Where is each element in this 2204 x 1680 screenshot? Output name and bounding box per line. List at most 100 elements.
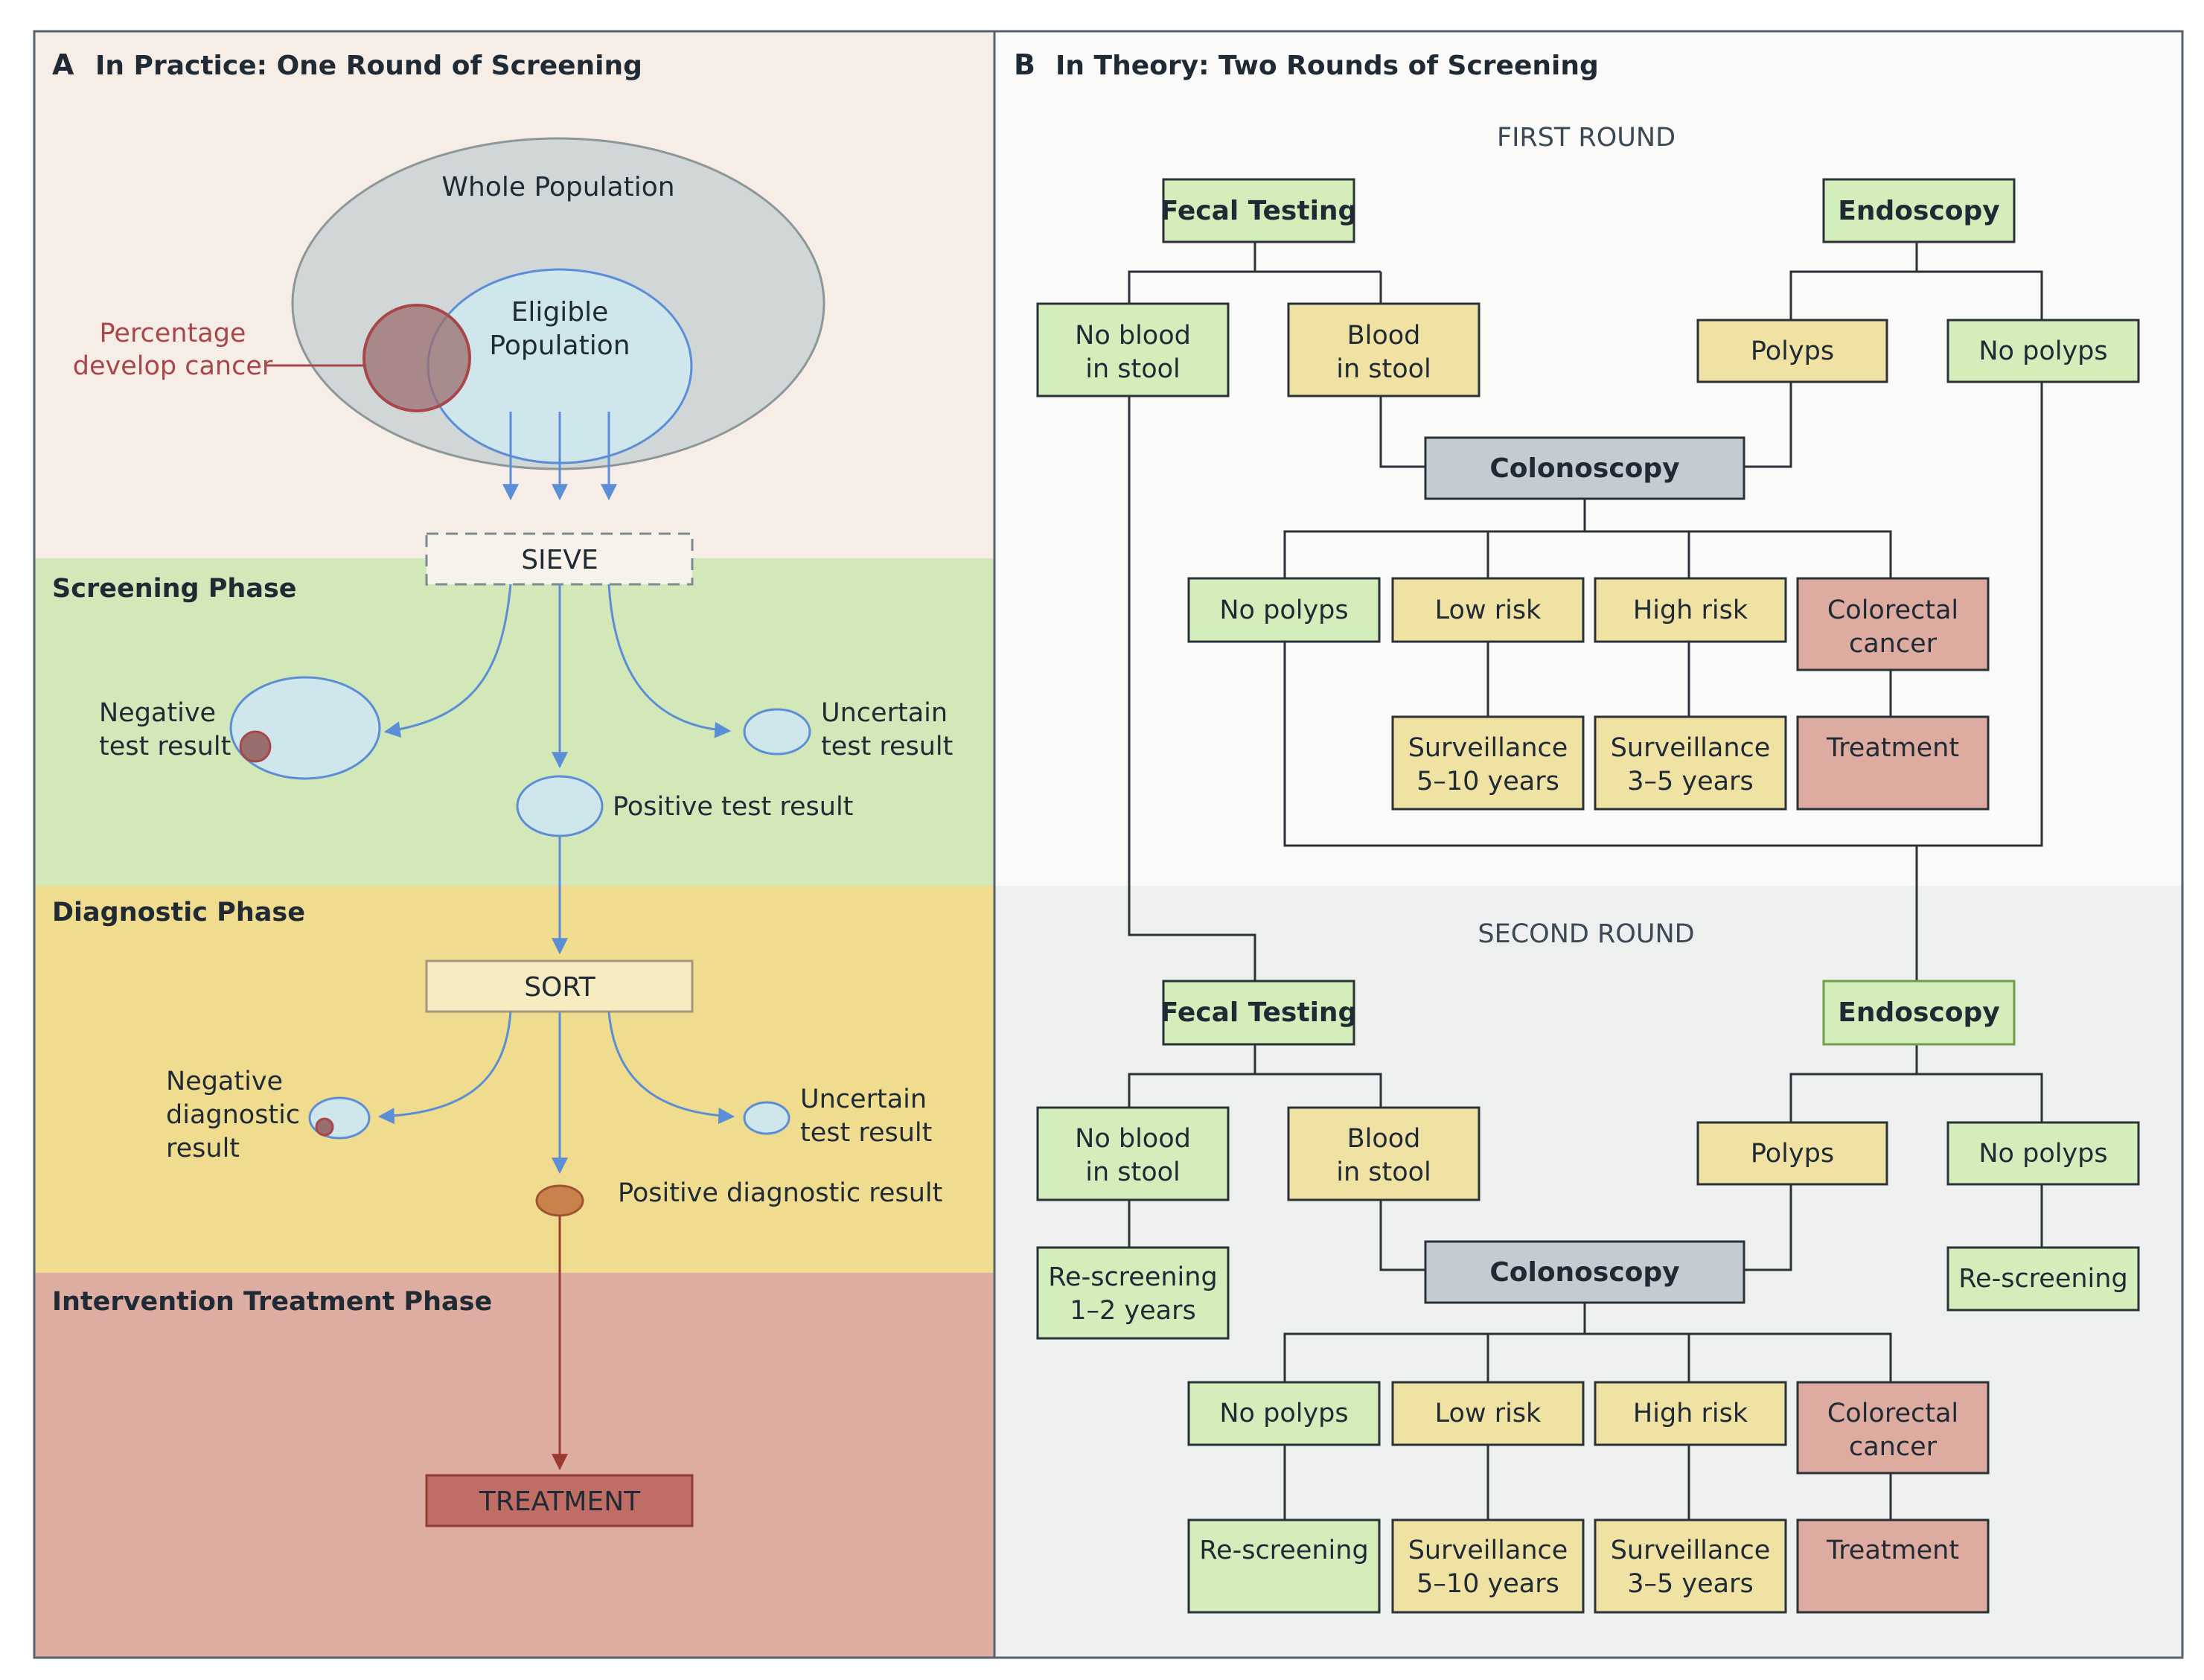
- percentage-label-2: develop cancer: [73, 351, 273, 381]
- r1-blood-box: [1287, 302, 1480, 397]
- r1-surveillance-5-10-label-1: Surveillance: [1408, 733, 1568, 763]
- r2-surveillance-5-10-label-2: 5–10 years: [1416, 1569, 1559, 1599]
- r1-no-polyps-endoscopy-box: [1946, 319, 2140, 383]
- r2-colorectal-cancer-label-1: Colorectal: [1827, 1399, 1958, 1428]
- r2-rescreening-1-2-box: [1036, 1246, 1230, 1340]
- r1-fecal-testing-box: [1162, 178, 1355, 243]
- r1-no-polyps-label: No polyps: [1219, 595, 1348, 625]
- r2-colorectal-cancer-label-2: cancer: [1849, 1432, 1938, 1462]
- negative-diagnostic-label-1: Negative: [166, 1067, 283, 1096]
- r2-colorectal-cancer-box: [1796, 1381, 1990, 1475]
- r2-treatment-box: [1796, 1518, 1990, 1614]
- panel-b-letter: B: [1014, 48, 1035, 81]
- first-round-label: FIRST ROUND: [1497, 123, 1676, 153]
- r2-blood-box: [1287, 1106, 1480, 1201]
- r1-colonoscopy-label: Colonoscopy: [1489, 453, 1679, 484]
- r2-fecal-testing-label: Fecal Testing: [1160, 997, 1358, 1028]
- r2-fecal-testing-box: [1162, 980, 1355, 1046]
- r2-polyps-box: [1696, 1121, 1888, 1186]
- panel-a-title: In Practice: One Round of Screening: [95, 51, 642, 81]
- uncertain-diagnostic-label-2: test result: [800, 1118, 932, 1148]
- panel-a-letter: A: [52, 48, 74, 81]
- r2-rescreening-endoscopy-label: Re-screening: [1958, 1264, 2127, 1294]
- r2-low-risk-box: [1391, 1381, 1585, 1446]
- r1-colorectal-cancer-label-2: cancer: [1849, 629, 1938, 659]
- r2-endoscopy-label: Endoscopy: [1838, 997, 1999, 1028]
- r2-high-risk-box: [1594, 1381, 1787, 1446]
- sort-outcome-arrows: [377, 1011, 735, 1175]
- r2-no-polyps-box: [1187, 1381, 1381, 1446]
- intervention-phase-label: Intervention Treatment Phase: [52, 1287, 492, 1317]
- uncertain-diagnostic-ellipse: [743, 1101, 790, 1135]
- r2-rescreening-box: [1187, 1518, 1381, 1614]
- r2-low-risk-label: Low risk: [1435, 1399, 1542, 1428]
- population-to-sieve-arrows: [502, 412, 617, 501]
- r2-colonoscopy-label: Colonoscopy: [1489, 1257, 1679, 1288]
- negative-test-ellipse: [229, 676, 381, 780]
- negative-diagnostic-label-3: result: [166, 1134, 240, 1163]
- uncertain-test-ellipse: [743, 708, 811, 756]
- r1-low-risk-box: [1391, 577, 1585, 643]
- screening-band: [34, 558, 994, 886]
- negative-test-cancer-dot: [239, 730, 272, 763]
- r2-no-blood-box: [1036, 1106, 1230, 1201]
- sort-label: SORT: [524, 972, 596, 1003]
- r2-surveillance-5-10-box: [1391, 1518, 1585, 1614]
- diagnostic-phase-label: Diagnostic Phase: [52, 898, 305, 927]
- r1-polyps-label: Polyps: [1751, 336, 1834, 366]
- negative-diagnostic-label-2: diagnostic: [166, 1100, 300, 1130]
- r2-rescreening-1-2-label-1: Re-screening: [1048, 1262, 1217, 1292]
- r1-surveillance-5-10-box: [1391, 715, 1585, 811]
- r2-polyps-label: Polyps: [1751, 1139, 1834, 1169]
- r2-blood-label-1: Blood: [1347, 1124, 1421, 1154]
- flow-connectors: [1128, 242, 2043, 1520]
- r1-blood-label-1: Blood: [1347, 321, 1421, 351]
- sieve-label: SIEVE: [521, 545, 598, 575]
- r2-surveillance-3-5-label-1: Surveillance: [1611, 1536, 1771, 1565]
- r2-surveillance-3-5-label-2: 3–5 years: [1627, 1569, 1753, 1599]
- r1-surveillance-3-5-box: [1594, 715, 1787, 811]
- panel-b: B In Theory: Two Rounds of Screening FIR…: [994, 31, 2182, 1658]
- r1-endoscopy-label: Endoscopy: [1838, 196, 1999, 226]
- r2-no-blood-label-2: in stool: [1085, 1157, 1181, 1187]
- panel-b-frame: [993, 30, 2184, 1659]
- r1-no-polyps-box: [1187, 577, 1381, 643]
- r1-polyps-box: [1696, 319, 1888, 383]
- r1-surveillance-5-10-label-2: 5–10 years: [1416, 767, 1559, 796]
- uncertain-test-label-1: Uncertain: [821, 698, 948, 728]
- r2-high-risk-label: High risk: [1633, 1399, 1748, 1428]
- r1-surveillance-3-5-label-2: 3–5 years: [1627, 767, 1753, 796]
- r2-no-polyps-label: No polyps: [1219, 1399, 1348, 1428]
- r1-colorectal-cancer-label-1: Colorectal: [1827, 595, 1958, 625]
- intervention-band: [34, 1273, 994, 1658]
- negative-diagnostic-cancer-dot: [315, 1117, 334, 1137]
- r1-treatment-label: Treatment: [1826, 733, 1959, 763]
- r2-rescreening-1-2-label-2: 1–2 years: [1070, 1296, 1195, 1326]
- r1-no-polyps-endoscopy-label: No polyps: [1978, 336, 2107, 366]
- percentage-label-1: Percentage: [100, 319, 246, 348]
- r2-rescreening-label: Re-screening: [1199, 1536, 1368, 1565]
- eligible-population-label-2: Population: [489, 330, 630, 361]
- negative-test-label-2: test result: [99, 732, 231, 761]
- cancer-subset-circle: [362, 304, 471, 412]
- r1-high-risk-box: [1594, 577, 1787, 643]
- r2-surveillance-5-10-label-1: Surveillance: [1408, 1536, 1568, 1565]
- uncertain-test-label-2: test result: [821, 732, 953, 761]
- positive-diagnostic-ellipse: [535, 1184, 584, 1217]
- positive-diagnostic-label: Positive diagnostic result: [618, 1178, 942, 1208]
- r2-no-polyps-endoscopy-label: No polyps: [1978, 1139, 2107, 1169]
- r2-blood-label-2: in stool: [1336, 1157, 1431, 1187]
- r2-endoscopy-box: [1822, 980, 2016, 1046]
- r2-treatment-label: Treatment: [1826, 1536, 1959, 1565]
- r2-no-blood-label-1: No blood: [1075, 1124, 1191, 1154]
- r1-colorectal-cancer-box: [1796, 577, 1990, 671]
- whole-population-label: Whole Population: [441, 172, 674, 202]
- r1-fecal-testing-label: Fecal Testing: [1160, 196, 1358, 226]
- treatment-box: [425, 1474, 694, 1527]
- r2-rescreening-endoscopy-box: [1946, 1246, 2140, 1312]
- r2-no-polyps-endoscopy-box: [1946, 1121, 2140, 1186]
- negative-test-label-1: Negative: [99, 698, 216, 728]
- r1-colonoscopy-box: [1424, 436, 1745, 500]
- r1-no-blood-label-2: in stool: [1085, 354, 1181, 384]
